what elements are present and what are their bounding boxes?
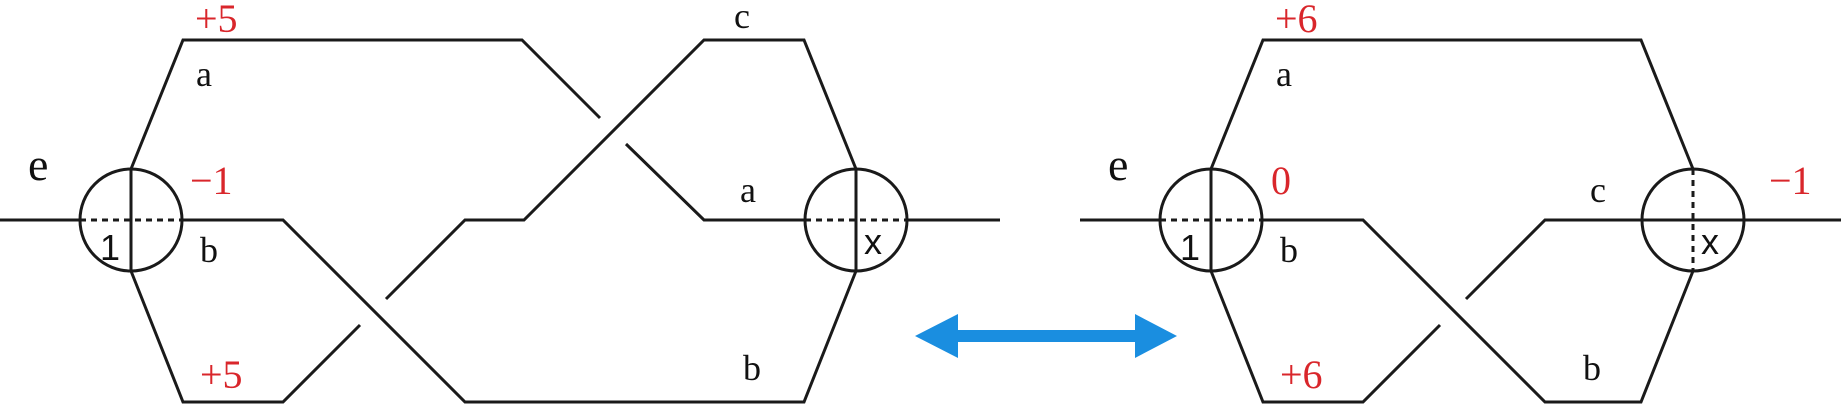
- number-mid: −1: [190, 158, 233, 203]
- edge-b: [182, 218, 858, 404]
- vertex-label-x: x: [864, 221, 882, 262]
- edge-c: [1464, 218, 1642, 301]
- edge-a-top: [129, 38, 602, 170]
- vertex-label-x: x: [1701, 221, 1719, 262]
- edge-b: [1262, 218, 1695, 404]
- label-a-right: a: [740, 170, 756, 210]
- left-vertex-x: [803, 167, 909, 273]
- number-top: +5: [195, 0, 238, 41]
- label-c-right: c: [1590, 170, 1606, 210]
- number-bottom: +5: [200, 352, 243, 397]
- right-vertex-x: [1640, 167, 1746, 273]
- left-vertex-1: [78, 167, 184, 273]
- double-arrow-shape: [915, 314, 1177, 358]
- edge-c: [384, 38, 858, 301]
- label-e: e: [1108, 139, 1128, 190]
- right-diagram: e a b c b 1 x +6 0 +6 −1: [1080, 0, 1841, 404]
- label-a-top: a: [196, 54, 212, 94]
- double-arrow-icon: [915, 314, 1177, 358]
- edge-a-right: [624, 142, 804, 222]
- label-e: e: [28, 139, 48, 190]
- vertex-label-1: 1: [100, 227, 120, 268]
- label-c-top: c: [734, 0, 750, 36]
- edge-bottom-left: [1209, 270, 1442, 404]
- label-b-mid: b: [1280, 230, 1298, 270]
- label-b-bottom: b: [743, 348, 761, 388]
- number-top: +6: [1275, 0, 1318, 41]
- number-bottom: +6: [1280, 352, 1323, 397]
- edge-a-top: [1209, 38, 1695, 170]
- edge-bottom-left: [129, 270, 362, 404]
- left-diagram: e a b c a b 1 x +5 −1 +5: [0, 0, 1000, 404]
- number-mid: 0: [1271, 158, 1291, 203]
- label-a-top: a: [1276, 54, 1292, 94]
- label-b-mid: b: [200, 230, 218, 270]
- vertex-label-1: 1: [1180, 227, 1200, 268]
- right-vertex-1: [1158, 167, 1264, 273]
- number-right: −1: [1769, 158, 1812, 203]
- label-b-bottom: b: [1583, 348, 1601, 388]
